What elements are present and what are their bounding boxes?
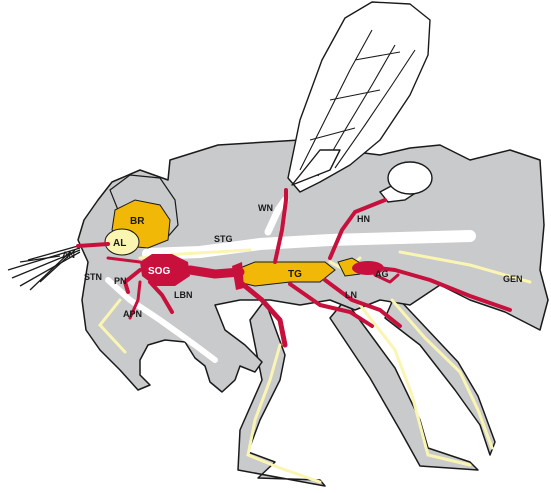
label-al: AL [113,238,126,249]
label-sog: SOG [148,266,170,277]
label-lbn: LBN [174,290,193,300]
label-hn: HN [357,214,370,224]
label-an: AN [62,250,75,260]
label-wn: WN [258,203,273,213]
label-stn: STN [84,272,102,282]
label-ag: AG [375,269,389,279]
label-stg: STG [214,234,233,244]
label-br: BR [130,216,145,227]
label-gen: GEN [503,274,523,284]
cervical-connective [190,270,240,274]
label-apn: APN [123,309,142,319]
label-tg: TG [288,269,302,280]
label-pn: PN [114,276,127,286]
antennal-nerve [78,244,108,246]
label-ln: LN [345,290,357,300]
